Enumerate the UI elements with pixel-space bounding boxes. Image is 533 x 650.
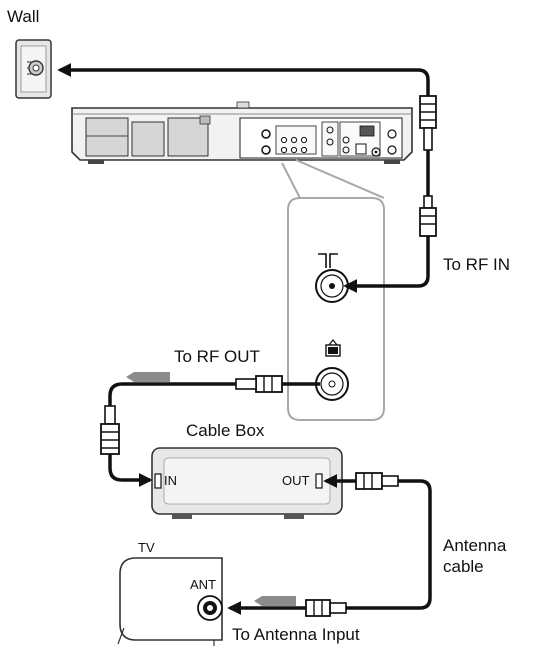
- ant-label: ANT: [190, 577, 216, 592]
- rf-out-jack: [315, 367, 349, 401]
- tv-label: TV: [138, 540, 155, 555]
- tv-antenna-jack: [197, 595, 223, 621]
- cable-box-out-label: OUT: [282, 473, 310, 488]
- cable-antenna: [227, 472, 432, 617]
- zoom-callout: [281, 159, 385, 421]
- wall-outlet: [15, 39, 52, 99]
- tv-set: [117, 557, 223, 646]
- rf-in-label: To RF IN: [443, 255, 511, 274]
- cable-box-in-label: IN: [164, 473, 177, 488]
- direction-arrow-rf-out: [126, 372, 170, 382]
- antenna-input-label: To Antenna Input: [232, 625, 360, 644]
- tv-out-icon: [325, 339, 341, 357]
- antenna-in-icon: [318, 253, 338, 268]
- cable-wall-to-rf-in: [57, 63, 437, 293]
- cable-rf-out-to-cable-box: [100, 375, 320, 487]
- cable-box: [151, 447, 343, 519]
- antenna-cable-label-line1: Antenna: [443, 536, 507, 555]
- cable-box-label: Cable Box: [186, 421, 265, 440]
- direction-arrow-antenna: [254, 596, 296, 606]
- antenna-cable-label-line2: cable: [443, 557, 484, 576]
- recorder-back-panel: [71, 101, 413, 164]
- rf-out-label: To RF OUT: [174, 347, 260, 366]
- wall-label: Wall: [7, 7, 40, 26]
- rf-in-jack: [315, 269, 349, 303]
